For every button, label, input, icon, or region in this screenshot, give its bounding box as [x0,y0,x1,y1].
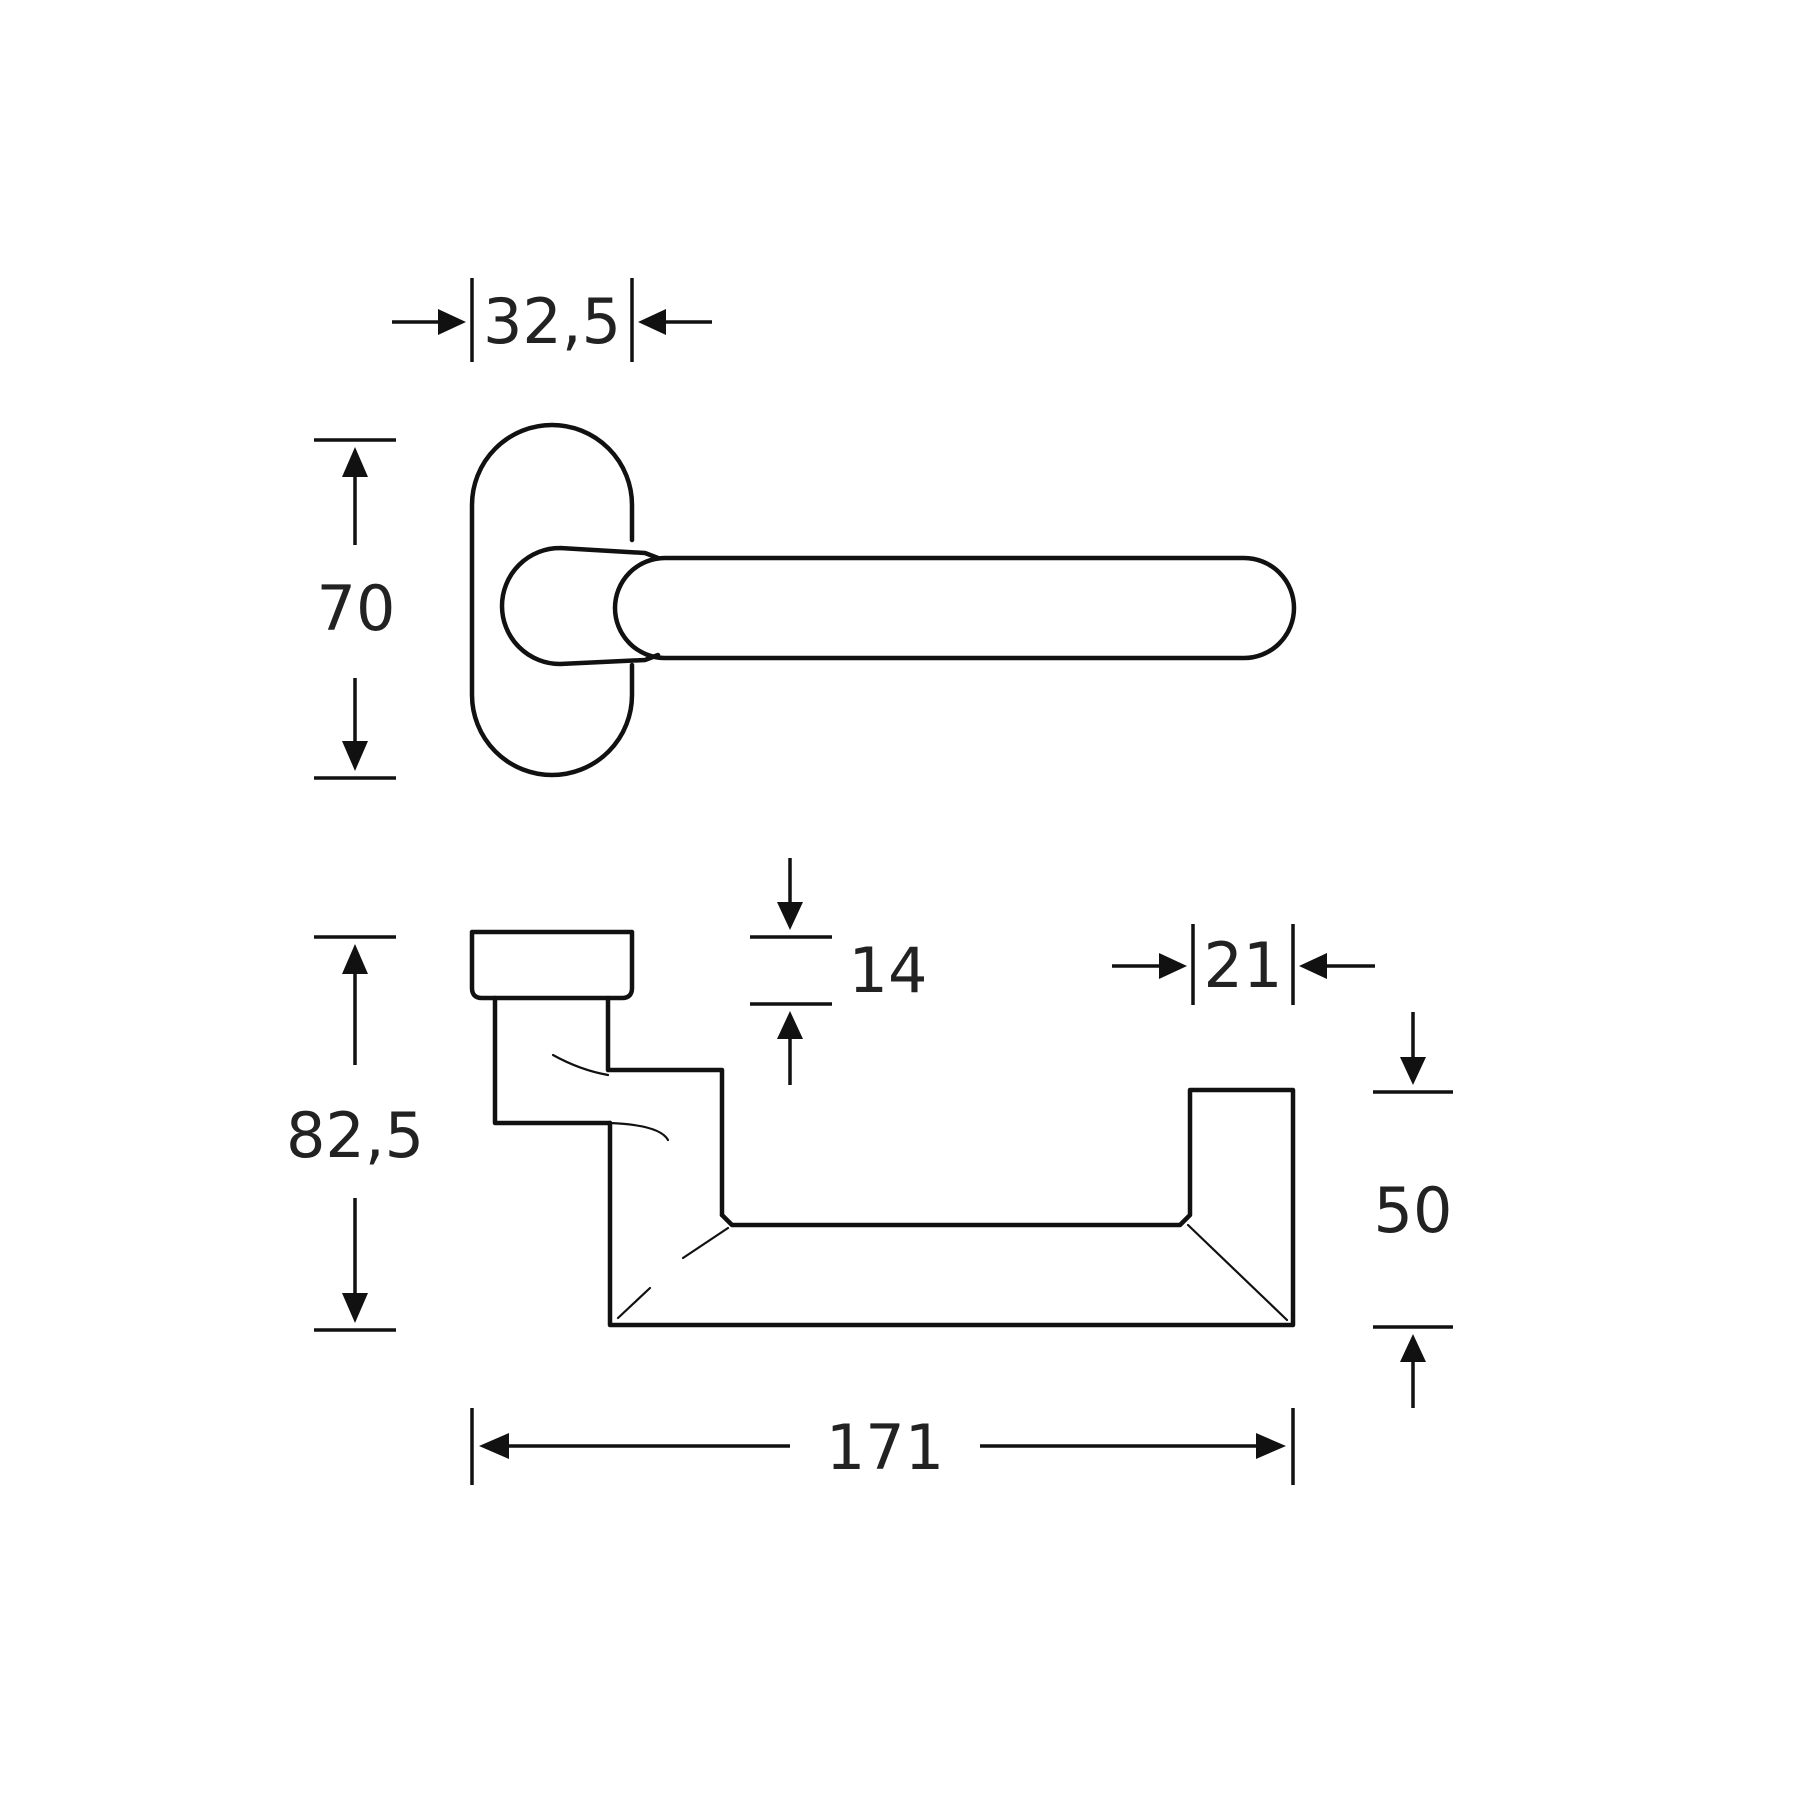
dim-rose-width: 32,5 [392,278,712,362]
dim-rose-height-label: 70 [317,572,396,645]
dim-overall-height-label: 82,5 [286,1099,424,1172]
arrowhead-icon [1400,1334,1426,1362]
lever-body-outline [607,1087,1296,1328]
side-view [469,929,1296,1328]
arrowhead-icon [1159,953,1187,979]
dim-rose-width-label: 32,5 [483,285,621,358]
arrowhead-icon [777,1011,803,1039]
dim-neck-height: 14 [750,858,927,1085]
arrowhead-icon [342,1293,368,1323]
arrowhead-icon [777,902,803,930]
dim-grip-width: 21 [1112,924,1375,1005]
dim-grip-width-label: 21 [1204,929,1283,1002]
arrowhead-icon [342,741,368,771]
arrowhead-icon [438,309,466,335]
arrowhead-icon [479,1433,509,1459]
dim-grip-height: 50 [1373,1012,1453,1408]
neck-detail-upper [551,1053,610,1077]
top-view [469,422,1297,778]
dim-grip-height-label: 50 [1374,1174,1453,1247]
hub-outline [499,545,661,667]
arrowhead-icon [342,447,368,477]
lever-arm-outline [612,555,1297,661]
dim-rose-height: 70 [314,438,396,780]
neck-outline [492,995,725,1218]
arrowhead-icon [638,309,666,335]
rose-outline [469,422,635,778]
neck-detail-lower [608,1121,670,1142]
bevel-right [1186,1223,1289,1322]
arrowhead-icon [1256,1433,1286,1459]
arrowhead-icon [1299,953,1327,979]
arrowhead-icon [1400,1057,1426,1085]
bevel-left [616,1226,730,1320]
dim-neck-height-label: 14 [849,934,928,1007]
dim-overall-length: 171 [470,1408,1295,1485]
dim-overall-height: 82,5 [286,935,424,1332]
rose-cap-outline [469,929,635,1001]
dim-overall-length-label: 171 [826,1411,944,1484]
arrowhead-icon [342,944,368,974]
